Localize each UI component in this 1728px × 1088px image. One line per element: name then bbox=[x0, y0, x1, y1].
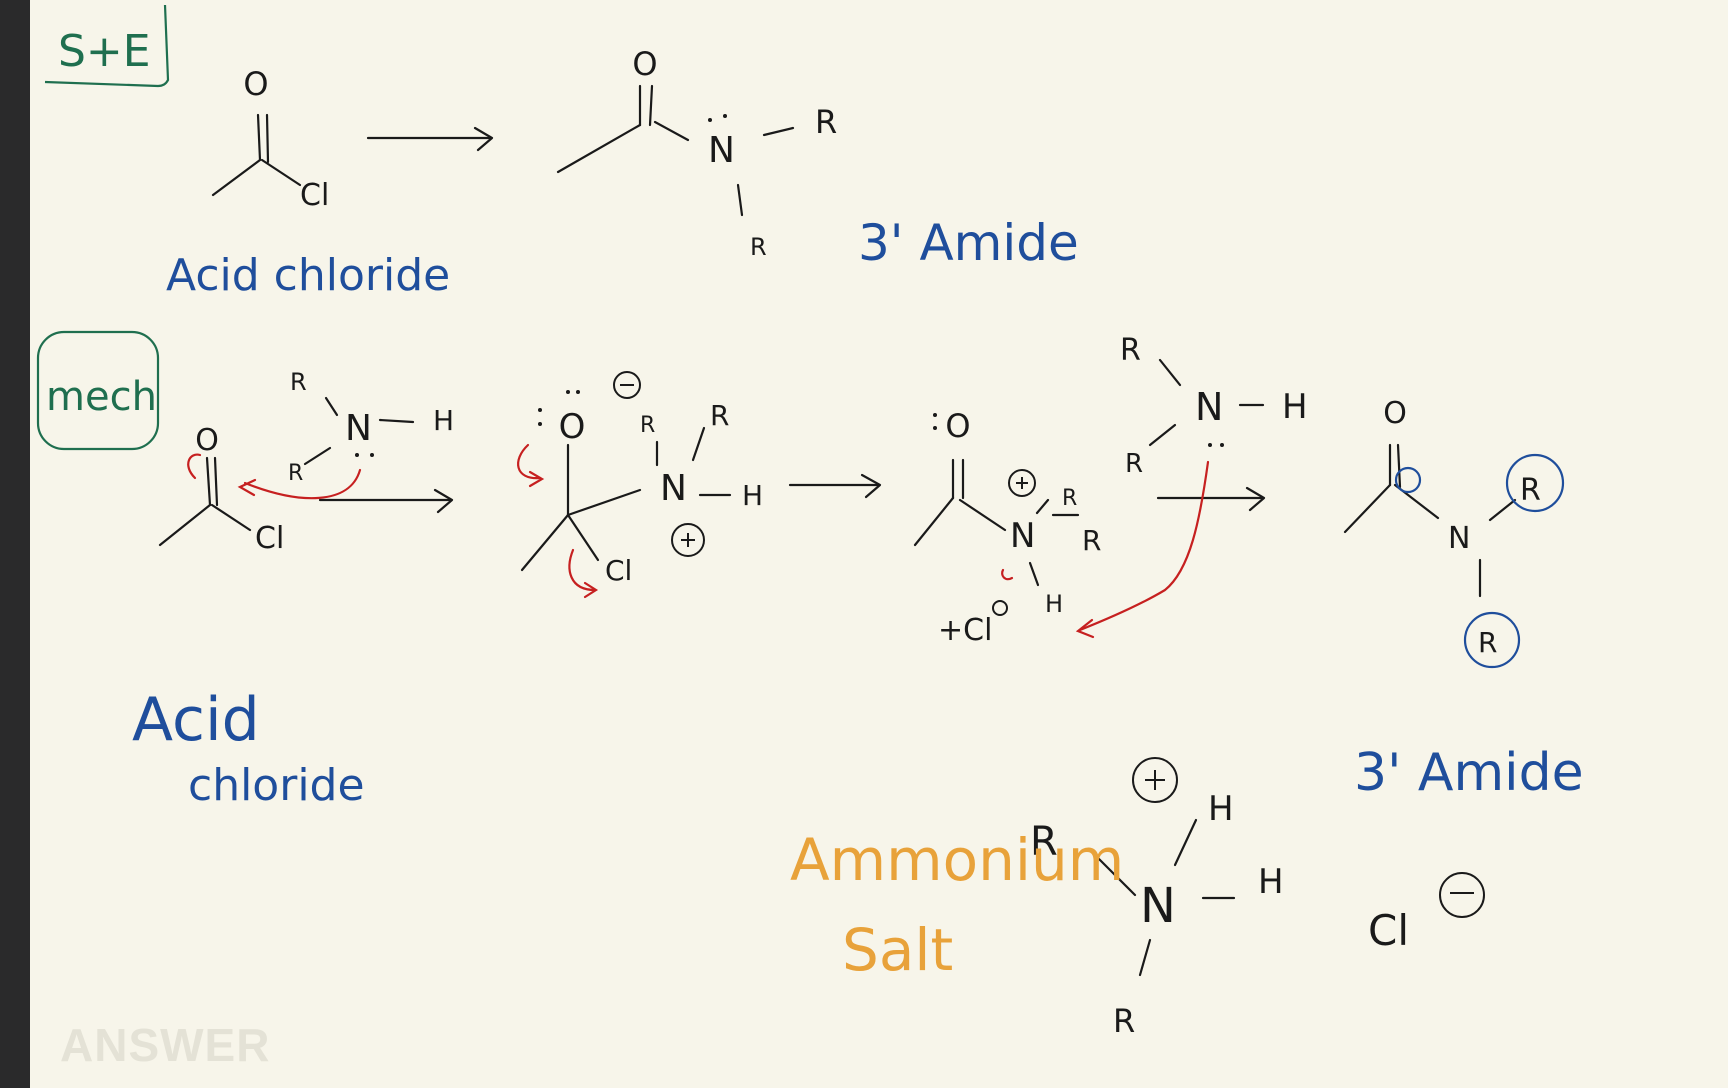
atom-o-final: O bbox=[1383, 396, 1407, 431]
plus-charge-ammonium bbox=[1132, 757, 1178, 803]
atom-o-amide-top: O bbox=[632, 45, 657, 83]
lone-pairs bbox=[355, 114, 1224, 457]
ammonium-salt bbox=[1093, 818, 1236, 977]
label-salt: Salt bbox=[842, 916, 953, 984]
label-ammonium: Ammonium bbox=[790, 826, 1124, 894]
atom-h2-salt: H bbox=[1258, 862, 1284, 902]
plus-charge-tetra-n bbox=[671, 523, 705, 557]
atom-n-tetra: N bbox=[660, 468, 687, 509]
atom-r1-tetra: R bbox=[640, 413, 655, 438]
atom-o-minus-tetra: O bbox=[559, 407, 586, 447]
highlight-carbonyl-final bbox=[1394, 466, 1422, 494]
mech-arrow-2-head bbox=[860, 473, 882, 499]
atom-r2-amide-top: R bbox=[750, 233, 767, 261]
atom-r1-protonated: R bbox=[1082, 524, 1101, 557]
ste-box bbox=[44, 4, 170, 88]
atom-r1-final: R bbox=[1520, 473, 1541, 508]
atom-r1-amide-top: R bbox=[815, 103, 837, 141]
chloride-byproduct: +Cl bbox=[938, 613, 992, 648]
atom-n-amide-top: N bbox=[708, 130, 735, 171]
atom-r2-final: R bbox=[1478, 626, 1497, 659]
arrow-chloride-leave bbox=[568, 548, 597, 592]
atom-r2-tetra: R bbox=[710, 399, 729, 432]
minus-charge-chloride bbox=[1439, 872, 1485, 918]
mech-box bbox=[36, 330, 160, 451]
arrow-nh-bond bbox=[1001, 568, 1014, 581]
label-acid-bottom: Acid bbox=[132, 685, 260, 755]
atom-r2-amine2: R bbox=[1125, 449, 1143, 479]
atom-o-top: O bbox=[243, 65, 268, 103]
mech-arrow-1-head bbox=[433, 488, 454, 514]
chloride-ion: Cl bbox=[1368, 906, 1409, 955]
atom-n-final: N bbox=[1448, 521, 1470, 556]
label-amide-bottom: 3' Amide bbox=[1354, 743, 1584, 803]
atom-o-mech: O bbox=[195, 423, 219, 458]
atom-r-amine1: R bbox=[290, 368, 307, 396]
left-frame bbox=[0, 0, 30, 1088]
top-arrow-head bbox=[473, 126, 494, 152]
answer-watermark: ANSWER bbox=[60, 1019, 271, 1071]
atom-cl-tetra: Cl bbox=[605, 554, 632, 587]
arrow-carbonyl-break bbox=[187, 453, 202, 480]
label-ste: S+E bbox=[58, 26, 151, 77]
atom-cl-top: Cl bbox=[300, 178, 329, 213]
second-amine bbox=[1148, 358, 1265, 447]
atom-o-protonated: O bbox=[945, 407, 970, 445]
minus-charge-tetra-o bbox=[613, 371, 641, 399]
arrow-reform-carbonyl bbox=[517, 443, 542, 480]
final-amide bbox=[1343, 443, 1517, 598]
protonated-amide bbox=[913, 458, 1080, 587]
atom-h-protonated: H bbox=[1045, 590, 1063, 618]
atom-h-tetra: H bbox=[742, 479, 763, 512]
atom-cl-mech: Cl bbox=[255, 521, 284, 556]
atom-n-salt: N bbox=[1140, 878, 1176, 934]
plus-charge-protonated-n bbox=[1008, 469, 1036, 497]
atom-n-amine2: N bbox=[1195, 385, 1223, 429]
label-acid-chloride-top: Acid chloride bbox=[166, 250, 450, 301]
highlight-r2-final bbox=[1463, 611, 1521, 669]
atom-r2-amine1: R bbox=[288, 461, 303, 486]
atom-r1-amine2: R bbox=[1120, 333, 1141, 368]
top-amide bbox=[556, 84, 795, 217]
mech-arrow-3-head bbox=[1245, 486, 1266, 512]
whiteboard-canvas bbox=[30, 0, 1728, 1088]
atom-n-protonated: N bbox=[1010, 516, 1035, 556]
label-mech: mech bbox=[46, 374, 157, 420]
label-amide-top: 3' Amide bbox=[858, 214, 1079, 272]
mech-acid-chloride bbox=[158, 396, 415, 547]
atom-r2-salt: R bbox=[1113, 1002, 1135, 1040]
highlight-r1-final bbox=[1505, 453, 1565, 513]
tetrahedral-intermediate bbox=[520, 426, 732, 572]
arrow-amine-attack bbox=[243, 468, 362, 500]
atom-r2-protonated: R bbox=[1062, 486, 1077, 511]
atom-n-amine1: N bbox=[345, 408, 372, 449]
atom-h-amine1: H bbox=[433, 404, 454, 437]
atom-h-amine2: H bbox=[1282, 387, 1308, 427]
top-acid-chloride bbox=[211, 113, 302, 197]
minus-charge-cl-byproduct bbox=[992, 600, 1008, 616]
atom-h1-salt: H bbox=[1208, 789, 1234, 829]
atom-r1-salt: R bbox=[1030, 819, 1058, 865]
label-chloride-bottom: chloride bbox=[188, 760, 365, 811]
arrow-deprotonation bbox=[1078, 460, 1210, 632]
